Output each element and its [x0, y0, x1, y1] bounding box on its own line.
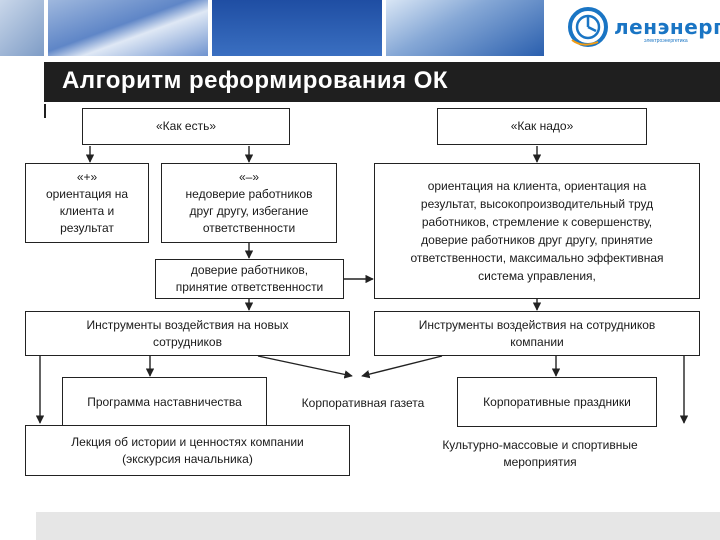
title-bar [44, 62, 720, 102]
plus-box: «+» ориентация на клиента и результат [25, 163, 149, 243]
plus-text-line: ориентация на [45, 187, 129, 201]
minus-text-line: друг другу, избегание [189, 204, 309, 218]
history-lecture-box: Лекция об истории и ценностях компании (… [25, 425, 350, 476]
as-is-box: «Как есть» [82, 108, 290, 145]
target-state-box: ориентация на клиента, ориентация на рез… [374, 163, 700, 299]
minus-box: «–» недоверие работников друг другу, изб… [161, 163, 337, 243]
trust-text-line: доверие работников, [190, 263, 309, 277]
target-text-line: ориентация на клиента, ориентация на [427, 179, 647, 193]
target-text-line: работников, стремление к совершенству, [421, 215, 653, 229]
holidays-label: Корпоративные праздники [483, 394, 631, 409]
header-photo-4 [386, 0, 544, 56]
minus-mark: «–» [238, 170, 260, 184]
minus-text-line: ответственности [202, 221, 296, 235]
arrow-tools-staff-to-newspaper [361, 355, 443, 379]
plus-mark: «+» [76, 170, 98, 184]
target-text-line: ответственности, максимально эффективная [410, 251, 664, 265]
culture-text-line: Культурно-массовые и спортивные [442, 438, 638, 452]
cultural-sports-events-label: Культурно-массовые и спортивные мероприя… [380, 437, 700, 471]
header-photo-3 [212, 0, 382, 56]
to-be-box: «Как надо» [437, 108, 647, 145]
page-title: Алгоритм реформирования ОК [62, 67, 449, 94]
minus-text-line: недоверие работников [185, 187, 313, 201]
culture-text-line: мероприятия [503, 455, 577, 469]
trust-text-line: принятие ответственности [175, 280, 324, 294]
footer-bar [36, 512, 720, 540]
logo-wordmark: ленэнерго [614, 15, 720, 39]
plus-text-line: клиента и [59, 204, 115, 218]
tools-new-text-line: сотрудников [153, 334, 222, 349]
target-text-line: доверие работников друг другу, принятие [421, 233, 653, 247]
tools-new-text-line: Инструменты воздействия на новых [86, 317, 289, 332]
as-is-label: «Как есть» [155, 119, 217, 133]
header-photo-1 [0, 0, 44, 56]
mentoring-label: Программа наставничества [87, 394, 242, 409]
tools-staff-text-line: Инструменты воздействия на сотрудников [418, 317, 656, 332]
target-text-line: результат, высокопроизводительный труд [420, 197, 654, 211]
corporate-newspaper-label: Корпоративная газета [301, 396, 425, 410]
arrow-tools-new-to-newspaper [257, 355, 353, 379]
corporate-holidays-box: Корпоративные праздники [457, 377, 657, 427]
target-text-line: система управления, [478, 269, 596, 283]
header-photo-2 [48, 0, 208, 56]
tools-staff-box: Инструменты воздействия на сотрудников к… [374, 311, 700, 356]
mentoring-program-box: Программа наставничества [62, 377, 267, 427]
trust-box: доверие работников, принятие ответственн… [155, 259, 344, 299]
lecture-text-line: Лекция об истории и ценностях компании [71, 434, 304, 449]
plus-text-line: результат [60, 221, 114, 235]
tools-new-employees-box: Инструменты воздействия на новых сотрудн… [25, 311, 350, 356]
lecture-text-line: (экскурсия начальника) [122, 451, 253, 466]
tools-staff-text-line: компании [510, 334, 564, 349]
logo-emblem-icon [568, 7, 608, 47]
to-be-label: «Как надо» [510, 119, 574, 133]
logo-subtext: электроэнергетика [644, 38, 688, 44]
title-accent [44, 104, 46, 118]
company-logo: ленэнерго электроэнергетика [552, 0, 720, 56]
